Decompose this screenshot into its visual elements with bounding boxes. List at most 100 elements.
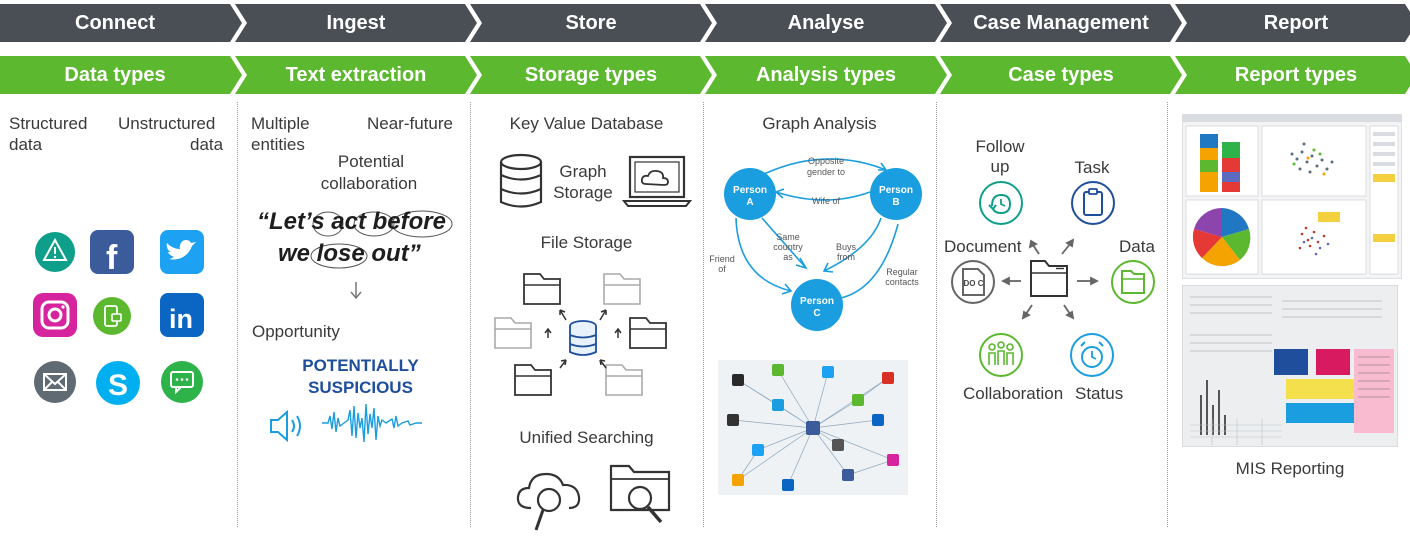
chat-icon [161,361,203,403]
type-title: Data types [64,64,166,86]
person-b-node: Person B [870,168,922,220]
type-title: Case types [1008,64,1114,86]
entities-label: entities [251,135,305,154]
svg-text:S: S [108,369,128,402]
stage-chevron [235,4,477,42]
mobile-message-icon [93,297,131,335]
suspicious-label: SUSPICIOUS [308,378,413,397]
stage-chevron [0,4,242,42]
column-divider [237,102,238,527]
mis-reporting-label: MIS Reporting [1235,459,1345,478]
database-icon [499,153,543,208]
near-future-label: Near-future [367,114,453,133]
svg-text:C: C [813,308,820,319]
unstructured-data-label: data [190,135,224,154]
edge-label: of [718,264,726,274]
stage-title: Case Management [973,12,1149,34]
stage-chevron [705,4,947,42]
type-chevron [0,56,242,94]
graph-label: Graph [559,162,607,181]
edge-label: Buys [836,242,857,252]
type-chevron [470,56,712,94]
stage-chevron [470,4,712,42]
file-storage-diagram [494,273,667,396]
folder-icon [605,364,643,396]
collaboration-label: collaboration [320,174,418,193]
folder-icon [603,273,641,305]
type-title: Storage types [524,64,658,86]
structured-data-label: data [9,135,43,154]
report-document-image [1182,285,1398,447]
type-chevron [235,56,477,94]
status-alarm-icon [1070,333,1114,377]
flow-arrows [544,309,622,369]
folder-icon [514,364,552,396]
type-title: Analysis types [755,64,897,86]
process-chevrons [0,4,1410,94]
down-arrow-icon [350,282,362,300]
svg-text:DO C: DO C [964,279,984,288]
stage-title: Ingest [326,12,386,34]
stage-title: Store [565,12,617,34]
status-label: Status [1075,384,1124,403]
central-database-icon [569,320,597,356]
person-a-node: Person A [724,168,776,220]
svg-text:f: f [106,239,118,277]
collaboration-case-label: Collaboration [963,384,1064,403]
quote-line-2: we lose out” [278,240,421,267]
type-title: Text extraction [285,64,427,86]
facebook-icon: f [90,230,134,277]
svg-text:in: in [169,304,193,334]
edge-label: country [773,242,803,252]
svg-text:A: A [746,197,753,208]
opportunity-label: Opportunity [252,322,340,341]
follow-up-icon [979,181,1023,225]
edge-label: contacts [885,277,919,287]
multiple-label: Multiple [251,114,310,133]
column-divider [1167,102,1168,527]
report-dashboard-image [1182,114,1402,279]
unstructured-label: Unstructured [118,114,216,133]
graph-analysis-label: Graph Analysis [762,114,877,133]
case-folder-icon [1030,260,1068,297]
svg-text:Person: Person [879,185,913,196]
edge-label: Regular [886,267,918,277]
kv-database-label: Key Value Database [509,114,664,133]
twitter-icon [160,230,204,274]
edge-label: Opposite [808,156,844,166]
data-folder-icon [1111,260,1155,304]
social-network-image [718,360,908,495]
potentially-label: POTENTIALLY [302,356,419,375]
skype-icon: S [96,361,140,405]
alert-icon [35,232,75,272]
file-storage-label: File Storage [540,233,633,252]
edge-label: Wife of [812,196,841,206]
svg-text:Person: Person [800,296,834,307]
edge-label: from [837,252,855,262]
collaboration-icon [979,333,1023,377]
stage-title: Analyse [787,12,865,34]
stage-title: Connect [75,12,155,34]
up-label: up [990,157,1010,176]
stage-chevron [1175,4,1410,42]
quote-line-1: “Let’s act before [257,208,446,235]
task-label: Task [1074,158,1110,177]
email-icon [34,361,76,403]
edge-label: gender to [807,167,845,177]
type-chevron [940,56,1182,94]
case-management-diagram: DO C [951,181,1155,377]
column-divider [703,102,704,527]
document-icon: DO C [951,260,995,304]
folder-icon [494,317,532,349]
data-source-icons: f in S [33,230,204,405]
edge-label: Same [776,232,800,242]
stage-title: Report [1263,12,1329,34]
unified-searching-label: Unified Searching [519,428,654,447]
pie-chart-thumbnail [1192,207,1251,267]
linkedin-icon: in [160,293,204,337]
speaker-icon [270,409,301,443]
folder-icon [629,317,667,349]
cloud-search-icon [516,472,581,531]
task-icon [1071,181,1115,225]
edge-label: Friend [709,254,735,264]
